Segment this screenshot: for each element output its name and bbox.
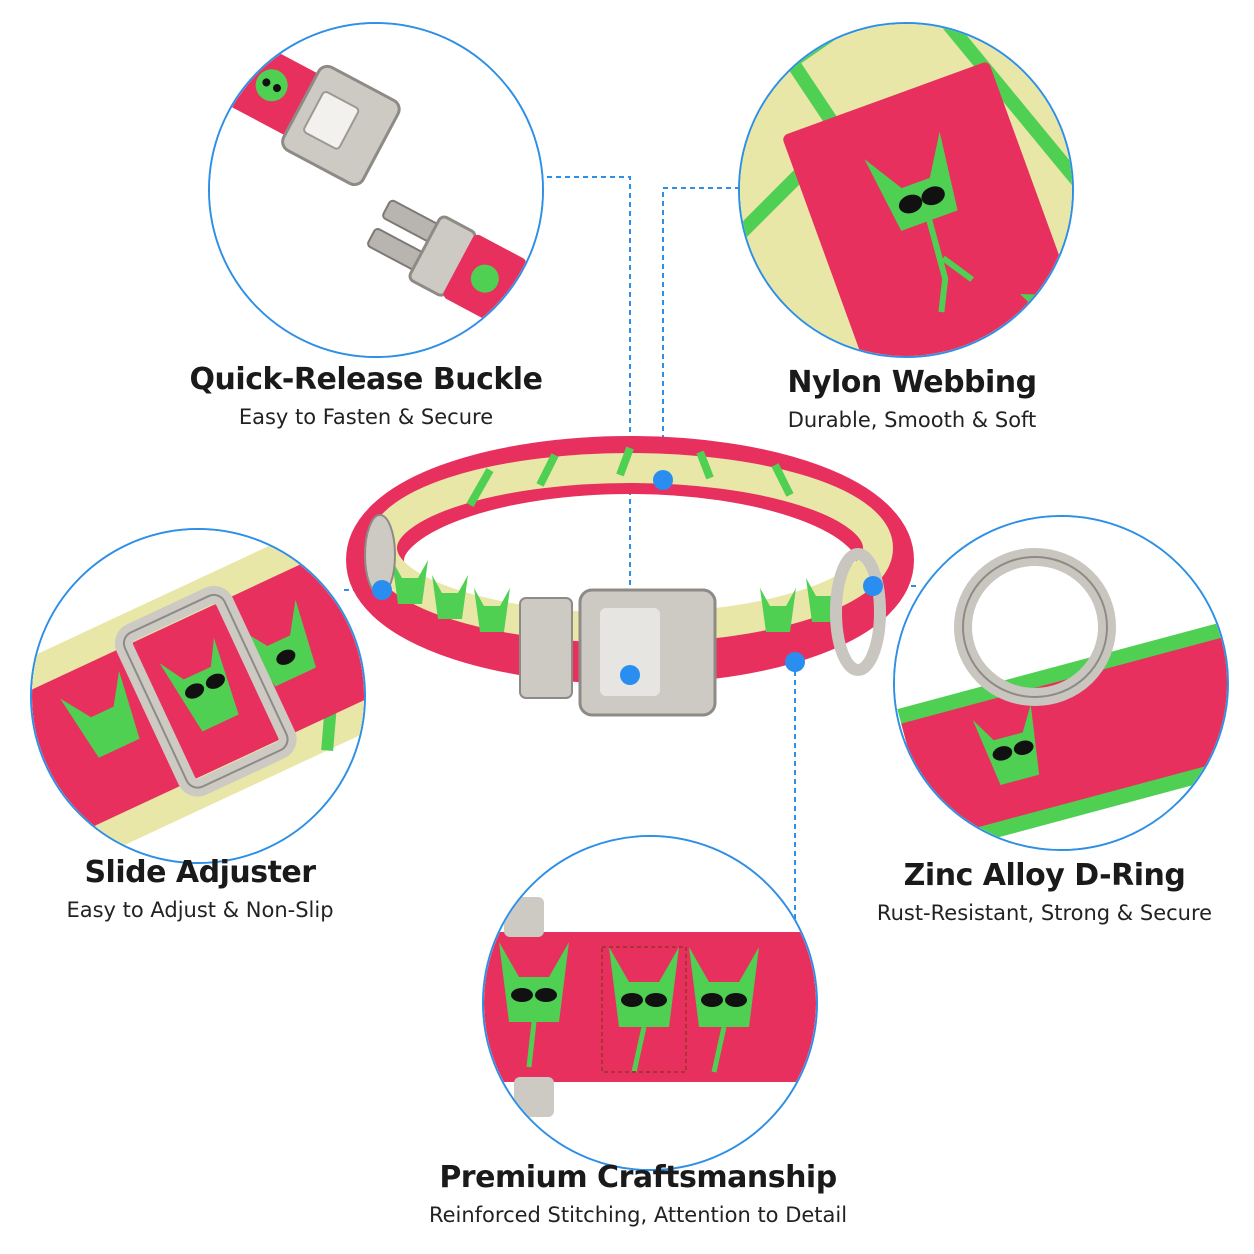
feature-adjuster: Slide Adjuster Easy to Adjust & Non-Slip [0,855,400,922]
adjuster-detail-circle [30,528,366,864]
feature-webbing: Nylon Webbing Durable, Smooth & Soft [712,365,1112,432]
d-ring-icon [895,517,1227,849]
feature-subtitle: Easy to Adjust & Non-Slip [66,898,334,922]
connector-dot-buckle [620,665,640,685]
feature-subtitle: Reinforced Stitching, Attention to Detai… [428,1203,848,1227]
connector-dot-webbing [653,470,673,490]
slide-adjuster-icon [32,530,364,862]
feature-subtitle: Rust-Resistant, Strong & Secure [876,901,1213,925]
feature-stitching: Premium Craftsmanship Reinforced Stitchi… [388,1160,888,1227]
feature-buckle: Quick-Release Buckle Easy to Fasten & Se… [166,362,566,429]
feature-title: Zinc Alloy D-Ring [903,858,1186,893]
feature-title: Nylon Webbing [787,365,1037,400]
feature-title: Premium Craftsmanship [439,1160,837,1195]
feature-title: Quick-Release Buckle [189,362,543,397]
connector-dot-dring [863,576,883,596]
feature-subtitle: Durable, Smooth & Soft [787,408,1037,432]
dring-detail-circle [893,515,1229,851]
stitching-detail-circle [482,835,818,1171]
connector-dot-stitching [785,652,805,672]
feature-dring: Zinc Alloy D-Ring Rust-Resistant, Strong… [842,858,1247,925]
buckle-icon [210,24,542,356]
feature-title: Slide Adjuster [84,855,316,890]
buckle-detail-circle [208,22,544,358]
stitching-icon [484,837,816,1169]
connector-dot-adjuster [372,580,392,600]
feature-subtitle: Easy to Fasten & Secure [238,405,494,429]
